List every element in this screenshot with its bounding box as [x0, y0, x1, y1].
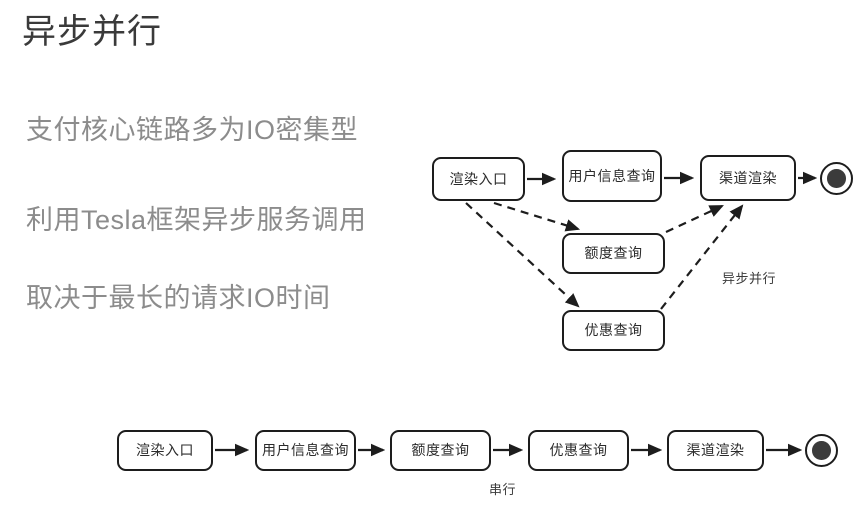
- bullet-line-2: 利用Tesla框架异步服务调用: [26, 205, 367, 235]
- parallel-diagram-caption: 异步并行: [722, 271, 777, 286]
- serial-diagram-caption: 串行: [489, 482, 517, 497]
- parallel-edge-render-entry-to-quota-query: [493, 201, 581, 232]
- serial-node-user-info[interactable]: 用户信息查询: [255, 430, 356, 471]
- end-node-dot-icon: [827, 169, 846, 188]
- parallel-node-user-info[interactable]: 用户信息查询: [562, 150, 662, 202]
- serial-node-quota-query[interactable]: 额度查询: [390, 430, 491, 471]
- page-title: 异步并行: [22, 13, 162, 51]
- parallel-node-channel-render[interactable]: 渠道渲染: [700, 155, 796, 201]
- parallel-edge-coupon-query-to-channel-render: [660, 204, 744, 310]
- serial-node-coupon-query[interactable]: 优惠查询: [528, 430, 629, 471]
- parallel-node-quota-query[interactable]: 额度查询: [562, 233, 665, 274]
- parallel-node-render-entry[interactable]: 渲染入口: [432, 157, 525, 201]
- bullet-line-1: 支付核心链路多为IO密集型: [26, 115, 359, 145]
- parallel-end-node[interactable]: [820, 162, 853, 195]
- serial-end-node[interactable]: [805, 434, 838, 467]
- parallel-edge-quota-query-to-channel-render: [665, 205, 724, 233]
- parallel-node-coupon-query[interactable]: 优惠查询: [562, 310, 665, 351]
- serial-node-channel-render[interactable]: 渠道渲染: [667, 430, 764, 471]
- bullet-line-3: 取决于最长的请求IO时间: [26, 283, 331, 313]
- end-node-dot-icon: [812, 441, 831, 460]
- serial-node-render-entry[interactable]: 渲染入口: [117, 430, 213, 471]
